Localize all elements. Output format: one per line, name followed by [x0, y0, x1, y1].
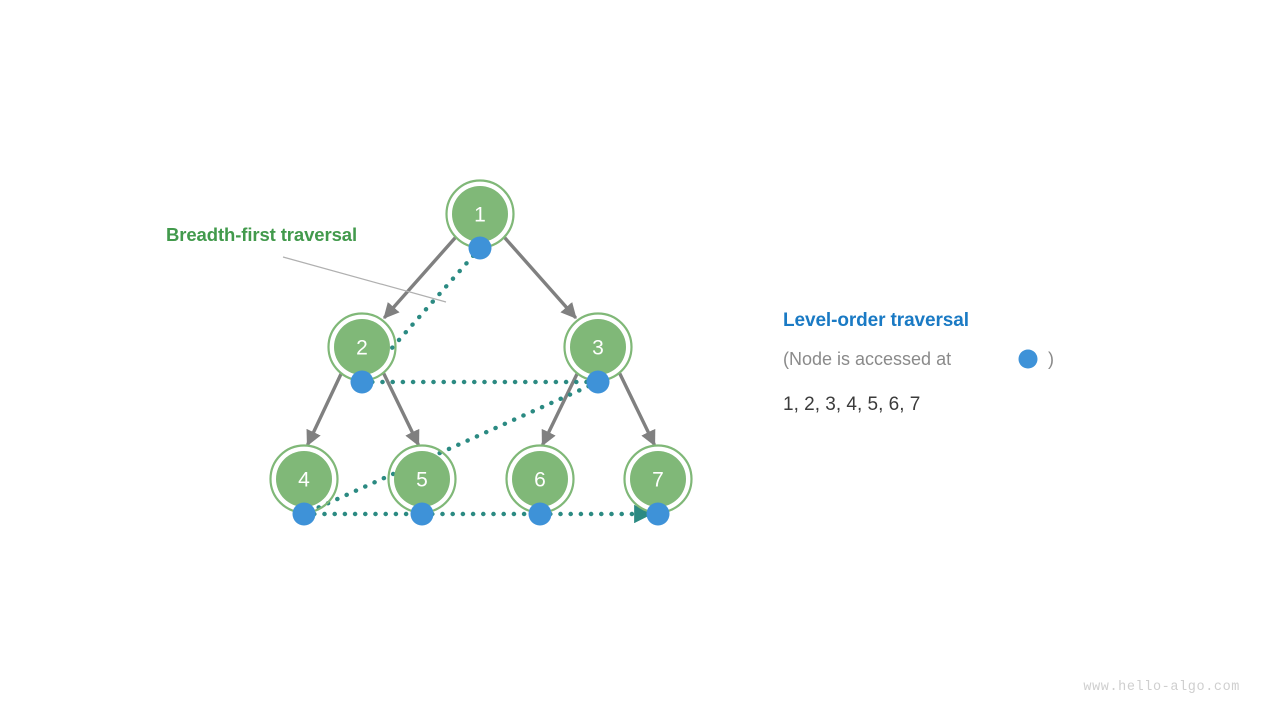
tree-node-5[interactable]: 5 — [387, 444, 457, 514]
node-label: 4 — [298, 469, 310, 492]
node-circle — [334, 319, 390, 375]
bfs-annotation: Breadth-first traversal — [166, 224, 447, 303]
visit-dot-node-4 — [292, 502, 316, 526]
tree-node-3[interactable]: 3 — [563, 312, 633, 382]
node-label: 7 — [652, 469, 664, 492]
visit-dot-node-1 — [468, 236, 492, 260]
node-circle — [394, 451, 450, 507]
edge-3-6 — [541, 372, 579, 447]
visit-dot-node-7 — [646, 502, 670, 526]
node-label: 6 — [534, 469, 546, 492]
bfs-annotation-label: Breadth-first traversal — [166, 224, 357, 245]
visit-dot-node-3 — [586, 370, 610, 394]
visit-dot-node-5 — [410, 502, 434, 526]
traversal-sequence: 1, 2, 3, 4, 5, 6, 7 — [783, 394, 920, 415]
panel-title: Level-order traversal — [783, 310, 969, 331]
node-label: 3 — [592, 337, 604, 360]
path-seg-3-4 — [301, 379, 601, 517]
edge-2-5 — [382, 372, 420, 447]
edge-1-3 — [503, 236, 577, 319]
tree-edges — [306, 236, 656, 447]
tree-node-7[interactable]: 7 — [623, 444, 693, 514]
panel-note-suffix: ) — [1048, 349, 1054, 369]
panel-note-prefix: (Node is accessed at — [783, 349, 951, 369]
edge-2-4 — [306, 372, 343, 447]
traversal-path — [301, 245, 653, 524]
node-label: 5 — [416, 469, 428, 492]
visit-dot-legend-icon — [1018, 349, 1038, 369]
visit-dots — [292, 236, 670, 526]
legend-panel: Level-order traversal (Node is accessed … — [783, 310, 1054, 415]
node-circle — [570, 319, 626, 375]
watermark: www.hello-algo.com — [1083, 680, 1240, 695]
tree-node-4[interactable]: 4 — [269, 444, 339, 514]
node-label: 2 — [356, 337, 368, 360]
bfs-leader-line — [282, 256, 447, 303]
tree-node-6[interactable]: 6 — [505, 444, 575, 514]
tree-nodes: 1 2 3 4 5 6 7 — [269, 179, 693, 514]
node-circle — [276, 451, 332, 507]
node-circle — [452, 186, 508, 242]
node-circle — [512, 451, 568, 507]
tree-node-2[interactable]: 2 — [327, 312, 397, 382]
edge-1-2 — [383, 236, 457, 319]
edge-3-7 — [618, 372, 656, 447]
node-circle — [630, 451, 686, 507]
node-label: 1 — [474, 204, 486, 227]
visit-dot-node-6 — [528, 502, 552, 526]
path-seg-1-2 — [359, 245, 483, 385]
visit-dot-node-2 — [350, 370, 374, 394]
